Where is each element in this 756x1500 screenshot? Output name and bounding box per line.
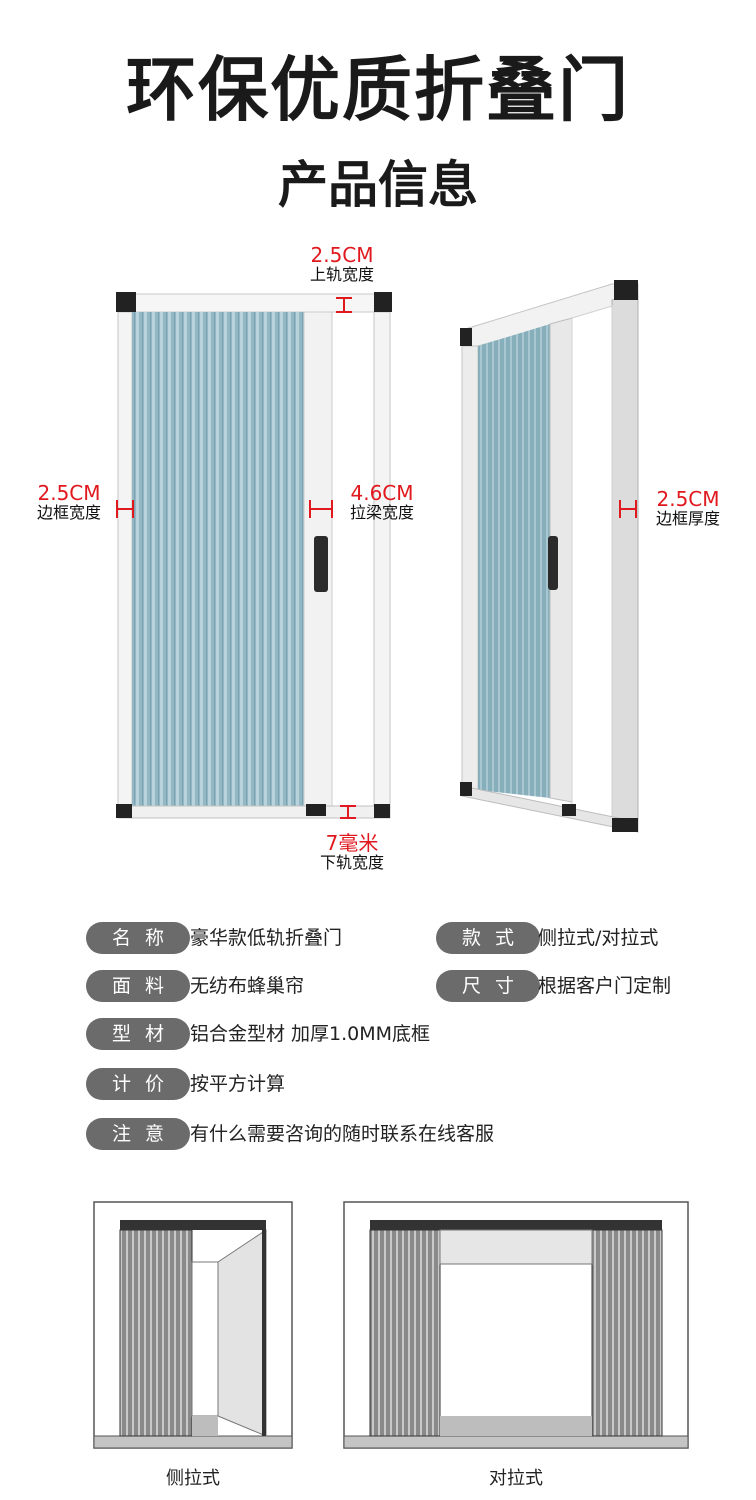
spec-profile-value: 铝合金型材 加厚1.0MM底框 (190, 1023, 431, 1045)
spec-style-pill: 款式 (436, 922, 540, 954)
spec-fabric-value: 无纺布蜂巢帘 (190, 975, 305, 997)
top-rail-value: 2.5CM (310, 243, 374, 267)
page-title: 环保优质折叠门 (126, 49, 630, 131)
double-pull-diagram (343, 1201, 689, 1449)
bottom-rail-value: 7毫米 (325, 831, 379, 855)
spec-price-pill: 计价 (86, 1068, 190, 1100)
spec-style-value: 侧拉式/对拉式 (538, 927, 659, 949)
bottom-rail-label: 下轨宽度 (319, 853, 384, 872)
spec-name-pill: 名称 (86, 922, 190, 954)
top-rail-label: 上轨宽度 (309, 265, 374, 284)
side-pull-caption: 侧拉式 (166, 1468, 220, 1489)
side-pull-diagram (93, 1201, 293, 1449)
spec-size-value: 根据客户门定制 (538, 975, 672, 997)
door-illustration (116, 280, 639, 833)
pull-beam-dimension: 4.6CM 拉梁宽度 (340, 482, 424, 522)
spec-note-value: 有什么需要咨询的随时联系在线客服 (190, 1123, 495, 1145)
spec-profile-pill: 型材 (86, 1018, 190, 1050)
spec-size-pill: 尺寸 (436, 970, 540, 1002)
spec-fabric-pill: 面料 (86, 970, 190, 1002)
pull-beam-label: 拉梁宽度 (349, 503, 414, 522)
spec-note-pill: 注意 (86, 1118, 190, 1150)
dimension-markers (116, 297, 637, 819)
pull-beam-value: 4.6CM (350, 481, 414, 505)
bottom-rail-dimension: 7毫米 下轨宽度 (310, 832, 394, 872)
style-diagrams (93, 1201, 689, 1449)
spec-price-value: 按平方计算 (190, 1073, 286, 1095)
frame-thickness-label: 边框厚度 (655, 509, 720, 528)
double-pull-caption: 对拉式 (489, 1468, 543, 1489)
frame-thickness-dimension: 2.5CM 边框厚度 (646, 488, 730, 528)
top-rail-dimension: 2.5CM 上轨宽度 (300, 244, 384, 284)
front-door (116, 292, 392, 819)
page-subtitle: 产品信息 (278, 156, 478, 214)
frame-width-value: 2.5CM (37, 481, 101, 505)
frame-width-label: 边框宽度 (36, 503, 101, 522)
perspective-door (460, 280, 639, 833)
frame-thickness-value: 2.5CM (656, 487, 720, 511)
spec-name-value: 豪华款低轨折叠门 (190, 927, 343, 949)
frame-width-dimension: 2.5CM 边框宽度 (26, 482, 112, 522)
